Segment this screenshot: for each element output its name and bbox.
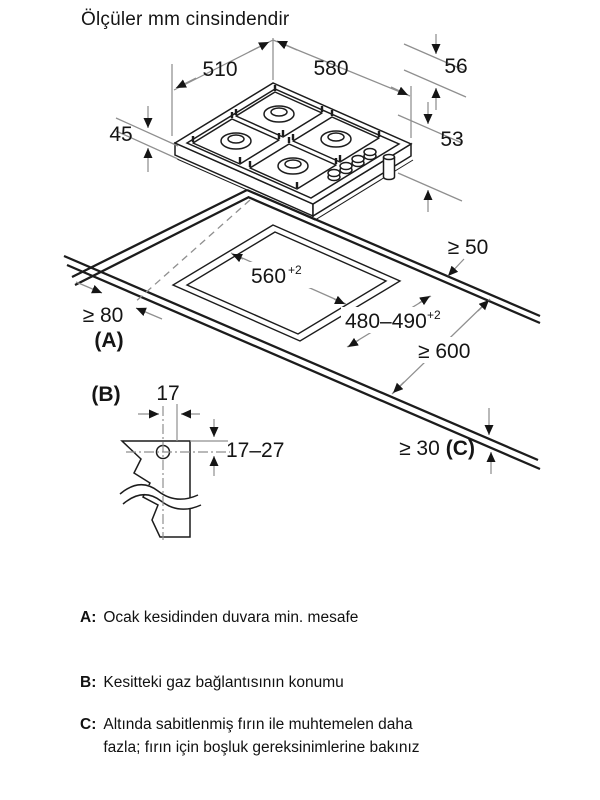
label-bg [247,262,329,288]
page-title: Ölçüler mm cinsindendir [81,9,290,30]
dim-cutout-width: 560 [251,265,286,288]
legend-key-c: C: [80,716,97,733]
dim-cutout-depth: 480–490 [345,310,427,333]
dim-worktop-min-depth: ≥ 600 [418,340,470,363]
burner-cap [270,107,288,117]
hob-drawing [173,82,414,221]
side-wall-line [71,188,248,279]
dim-hob-under-height: 53 [440,128,463,151]
side-wall-line [74,195,250,287]
hob-shadow-line [176,158,414,221]
break-line [122,494,202,510]
hob-dimensions [115,34,467,212]
dim-hob-profile-height: 56 [444,55,467,78]
cutout-drawing [171,224,402,342]
legend-text-b: Kesitteki gaz bağlantısının konumu [103,674,344,691]
cutout-inner [185,231,388,335]
legend-text-a: Ocak kesidinden duvara min. mesafe [103,609,359,626]
detail-b-drawing: (B) 17 17–27 [91,382,284,540]
back-wall-line [247,195,541,325]
dim-back-wall-gap: ≥ 50 [448,236,489,259]
support-tabs [191,85,381,188]
key-C: (C) [446,437,475,460]
key-B: (B) [91,383,120,406]
key-A: (A) [94,329,123,352]
legend-key-a: A: [80,609,97,626]
legend-item-a: A: Ocak kesidinden duvara min. mesafe [80,606,433,629]
burner-cap [327,132,345,142]
hob-top-surface [173,82,413,205]
legend-text-c: Altında sabitlenmiş fırın ile muhtemelen… [103,716,420,757]
legend-key-b: B: [80,674,97,691]
legend-item-b: B: Kesitteki gaz bağlantısının konumu [80,671,433,694]
burner-cap [227,134,245,144]
label-bg [341,307,444,333]
knob [363,147,377,157]
worktop-front-edge [66,263,541,471]
dim-side-wall-gap: ≥ 80 [83,304,124,327]
burners [220,105,352,175]
dim-detail-edge-offset: 17 [156,382,179,405]
dim-hob-body-height: 45 [109,123,132,146]
dim-detail-vertical-range: 17–27 [226,439,284,462]
knob [351,154,365,164]
dim-cutout-depth-tolerance: +2 [427,308,441,322]
dim-cutout-width-tolerance: +2 [288,263,302,277]
detail-b-dimensions [126,404,230,540]
break-line [119,484,199,500]
knob [339,161,353,171]
knob [327,168,341,178]
dim-hob-width: 580 [313,57,348,80]
legend-item-c: C: Altında sabitlenmiş fırın ile muhteme… [80,713,433,760]
worktop-front-edge [63,254,539,462]
burner-cap [284,159,302,169]
front-gap-value: ≥ 30 [399,437,440,460]
label-bg [414,337,482,363]
projection-dashed-line [133,199,251,304]
gas-connection-pipe [382,153,396,181]
hob-inner-rim [185,88,401,199]
dim-hob-depth: 510 [202,58,237,81]
cutout-outer [171,224,402,342]
dim-front-edge-gap: ≥ 30 (C) [399,437,475,460]
worktop-drawing [63,188,541,471]
control-knobs [327,147,377,182]
break-band [117,484,202,510]
